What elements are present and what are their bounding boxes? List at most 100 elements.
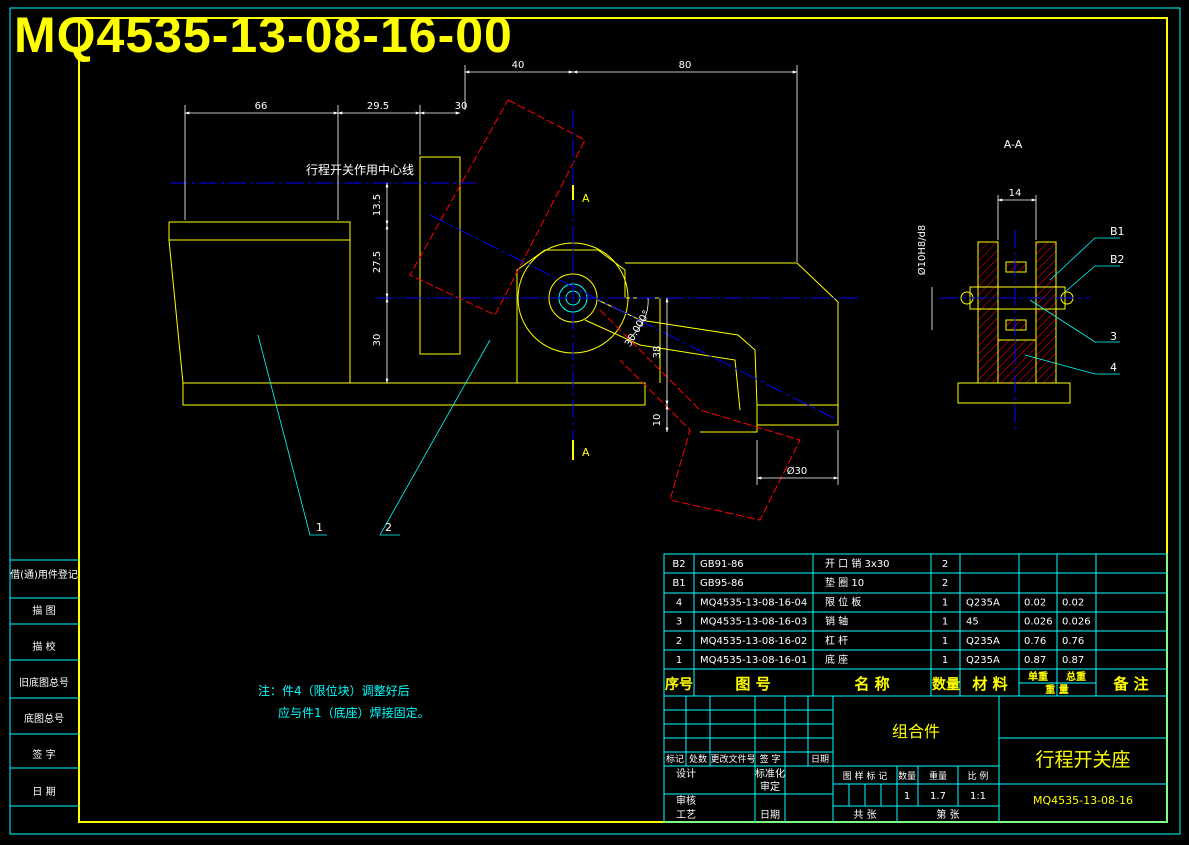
inner-frame <box>78 17 1168 823</box>
title-block-text: 组合件 行程开关座 MQ4535-13-08-16 标记 处数 更改文件号 签 … <box>666 722 1133 821</box>
bom-h-code: 图 号 <box>735 675 770 693</box>
bom-cell-code: GB91-86 <box>700 559 744 570</box>
bom-cell-no: 2 <box>676 636 682 647</box>
bom-cell-material: Q235A <box>966 636 1000 647</box>
dim-14: 14 <box>1009 188 1022 199</box>
bom-h-unit: 单重 <box>1028 670 1048 683</box>
bom-h-weight: 重 量 <box>1045 683 1068 696</box>
assembly-label: 组合件 <box>892 722 940 741</box>
bom-cell-qty: 2 <box>942 559 948 570</box>
bom-h-name: 名 称 <box>854 675 889 693</box>
dim-30-top: 30 <box>455 101 468 112</box>
standard-label: 标准化 <box>755 767 785 780</box>
dim-fit: Ø10H8/d8 <box>916 225 928 276</box>
sheets-total: 共 张 <box>853 809 876 821</box>
bom-cell-no: 4 <box>676 597 682 608</box>
dimensions <box>184 65 839 485</box>
bom-cell-material: 45 <box>966 617 979 628</box>
part-name: 行程开关座 <box>1035 749 1130 771</box>
callout-3: 3 <box>1110 330 1117 343</box>
bom-cell-name: 杠 杆 <box>825 634 848 647</box>
stage-qty-label: 数量 <box>898 770 916 782</box>
design-label: 设计 <box>676 767 696 780</box>
bom-cell-code: MQ4535-13-08-16-04 <box>700 597 807 608</box>
side-panel-text: 借(通)用件登记 描 图 描 校 旧底图总号 底图总号 签 字 日 期 <box>10 568 78 798</box>
bom-h-no: 序号 <box>665 676 693 693</box>
rev-count: 处数 <box>689 753 707 765</box>
dim-40: 40 <box>512 60 525 71</box>
qty-value: 1 <box>904 791 910 802</box>
bom-h-qty: 数量 <box>932 676 960 693</box>
labels: 行程开关作用中心线 A A A-A 1 2 3 4 B1 B2 注：件4（限位块… <box>258 138 1125 720</box>
bom-h-remark: 备 注 <box>1112 675 1148 693</box>
bom-cell-qty: 1 <box>942 655 948 666</box>
bom-cell-code: MQ4535-13-08-16-02 <box>700 636 807 647</box>
bom-cell-unit: 0.02 <box>1024 597 1046 608</box>
bom-cell-no: B1 <box>672 578 685 589</box>
side-label-trace: 描 图 <box>32 604 55 617</box>
bom-cell-qty: 2 <box>942 578 948 589</box>
side-label-register: 借(通)用件登记 <box>10 568 78 581</box>
rev-sign: 签 字 <box>760 753 781 765</box>
approve-label: 审定 <box>760 780 780 793</box>
bom-cell-material: Q235A <box>966 597 1000 608</box>
bom-cell-total: 0.02 <box>1062 597 1084 608</box>
bom-cell-qty: 1 <box>942 617 948 628</box>
bom-cell-material: Q235A <box>966 655 1000 666</box>
bom-cell-qty: 1 <box>942 636 948 647</box>
stage-weight-label: 重量 <box>929 770 947 782</box>
dim-27-5: 27.5 <box>372 251 383 273</box>
bom-cell-name: 开 口 销 3x30 <box>825 557 890 570</box>
bom-header: 序号 图 号 名 称 数量 材 料 单重 总重 重 量 备 注 <box>665 670 1149 696</box>
dim-10: 10 <box>652 414 663 427</box>
bom-cell-unit: 0.026 <box>1024 617 1053 628</box>
section-view <box>931 195 1120 430</box>
bom-cell-total: 0.87 <box>1062 655 1084 666</box>
dimension-text: 40 80 66 29.5 30 13.5 27.5 30 38 10 Ø30 … <box>255 60 1022 477</box>
bom-table-lines <box>663 553 1168 697</box>
rev-date: 日期 <box>811 754 829 765</box>
main-view <box>168 99 860 521</box>
bom-h-material: 材 料 <box>972 675 1007 693</box>
drawing-code-title: MQ4535-13-08-16-00 <box>14 7 513 63</box>
bom-cell-name: 销 轴 <box>825 615 848 628</box>
support-arm <box>625 262 839 433</box>
process-label: 工艺 <box>676 809 696 821</box>
bom-cell-no: 3 <box>676 617 682 628</box>
callout-1: 1 <box>316 521 323 534</box>
section-mark-top: A <box>582 192 590 205</box>
dim-80: 80 <box>679 60 692 71</box>
outer-frame <box>9 7 1181 835</box>
section-view-label: A-A <box>1004 138 1023 151</box>
sheet-number: 第 张 <box>936 808 959 821</box>
leaders <box>257 334 491 536</box>
bom-cell-name: 限 位 板 <box>825 595 861 608</box>
lever <box>597 299 758 406</box>
bom-cell-name: 垫 圈 10 <box>825 576 864 589</box>
side-label-sign: 签 字 <box>32 748 55 761</box>
callout-b2: B2 <box>1110 253 1125 266</box>
bom-cell-name: 底 座 <box>825 653 848 666</box>
title-block-lines <box>663 695 1168 823</box>
drawing-number: MQ4535-13-08-16 <box>1033 794 1133 807</box>
dim-dia30: Ø30 <box>787 465 808 477</box>
bom-cell-code: MQ4535-13-08-16-01 <box>700 655 807 666</box>
base-body <box>168 221 646 406</box>
side-panel <box>10 559 79 807</box>
bom-cell-total: 0.76 <box>1062 636 1084 647</box>
section-mark-bottom: A <box>582 446 590 459</box>
callout-4: 4 <box>1110 361 1117 374</box>
bom-cell-total: 0.026 <box>1062 617 1091 628</box>
side-label-base-no: 底图总号 <box>24 712 64 725</box>
bom-cell-no: B2 <box>672 559 685 570</box>
lever-rotated <box>409 99 586 316</box>
block-upright <box>419 156 461 355</box>
bom-cell-no: 1 <box>676 655 682 666</box>
note-line-1: 注：件4（限位块）调整好后 <box>258 683 410 698</box>
side-label-check: 描 校 <box>32 640 55 653</box>
stage-mark-label: 图 样 标 记 <box>843 770 888 782</box>
dim-66: 66 <box>255 101 268 112</box>
bom-cell-qty: 1 <box>942 597 948 608</box>
